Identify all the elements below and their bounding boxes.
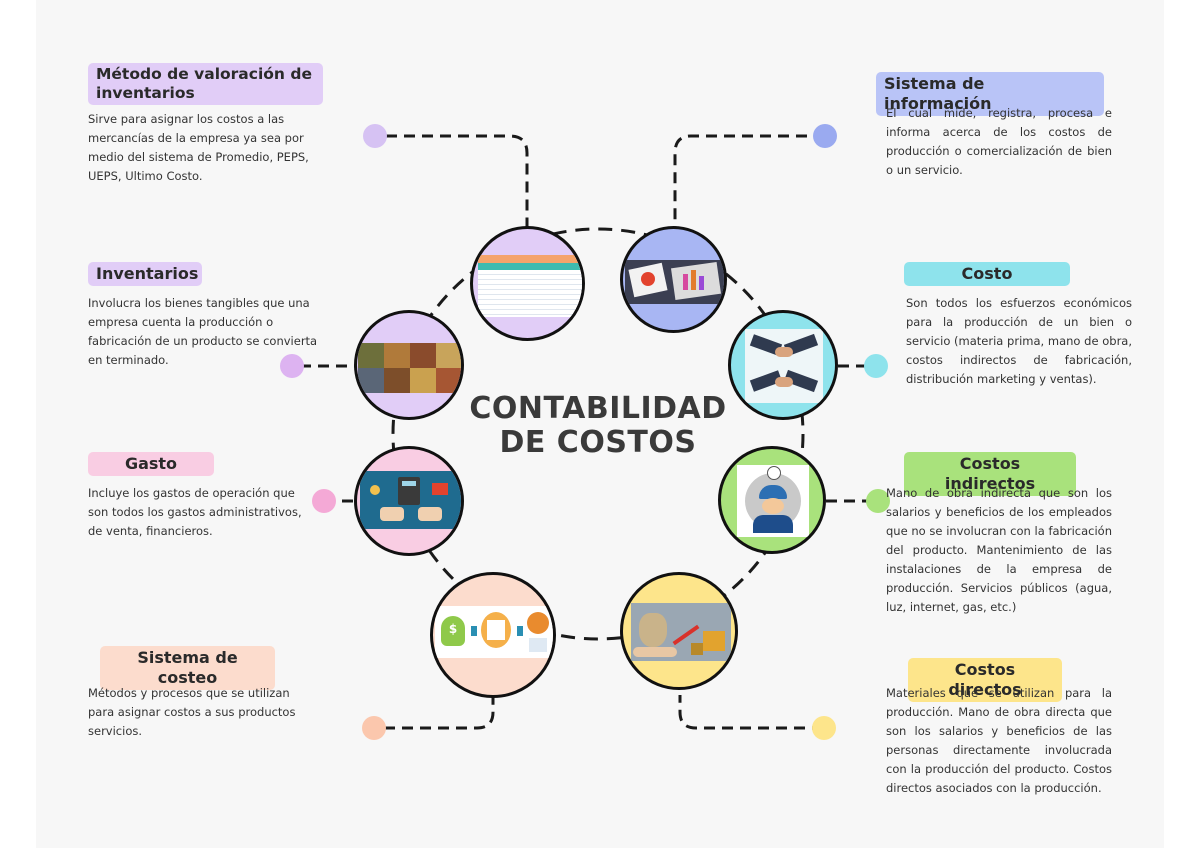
worker-image (737, 465, 809, 537)
connector-metodo (386, 134, 529, 232)
dot-directos (812, 716, 836, 740)
circle-sistema-costeo: $ (430, 572, 556, 698)
circle-costos-directos (620, 572, 738, 690)
expenses-image (360, 471, 461, 529)
inventory-table-image (478, 255, 582, 317)
tag-metodo-label: Método de valoración de inventarios (96, 65, 312, 102)
tag-metodo-valoracion: Método de valoración de inventarios (88, 63, 323, 105)
tag-gasto-label: Gasto (124, 454, 178, 473)
dot-informacion (813, 124, 837, 148)
desc-inventarios: Involucra los bienes tangibles que una e… (88, 296, 318, 367)
money-production-image (631, 603, 731, 661)
charts-image (625, 260, 724, 304)
desc-sistema-informacion: El cual mide, registra, procesa e inform… (886, 106, 1112, 177)
dot-costeo (362, 716, 386, 740)
tag-inventarios: Inventarios (88, 262, 202, 286)
tag-sistema-costeo: Sistema de costeo (100, 646, 275, 690)
connector-costeo (384, 695, 495, 730)
tag-gasto: Gasto (88, 452, 214, 476)
dot-metodo (363, 124, 387, 148)
tag-inventarios-label: Inventarios (96, 264, 199, 283)
center-title: CONTABILIDAD DE COSTOS (448, 392, 748, 460)
desc-sistema-costeo: Métodos y procesos que se utilizan para … (88, 686, 296, 738)
tag-costos-directos: Costos directos (908, 658, 1062, 702)
desc-costos-directos: Materiales que se utilizan para la produ… (886, 686, 1112, 795)
desc-costos-indirectos: Mano de obra indirecta que son los salar… (886, 486, 1112, 614)
handshake-image (745, 329, 823, 403)
desc-gasto: Incluye los gastos de operación que son … (88, 486, 302, 538)
tag-costo-label: Costo (961, 264, 1013, 283)
connector-informacion (673, 134, 825, 232)
canvas (36, 0, 1164, 848)
circle-inventarios (354, 310, 464, 420)
circle-metodo-valoracion (470, 226, 585, 341)
tag-costo: Costo (904, 262, 1070, 286)
dot-indirectos (866, 489, 890, 513)
costing-flow-image: $ (435, 606, 553, 658)
tag-directos-label: Costos directos (948, 660, 1022, 699)
dot-costo (864, 354, 888, 378)
circle-costo (728, 310, 838, 420)
tag-costos-indirectos: Costos indirectos (904, 452, 1076, 496)
tag-costeo-label: Sistema de costeo (137, 648, 238, 687)
desc-costo: Son todos los esfuerzos económicos para … (906, 296, 1132, 386)
circle-sistema-informacion (620, 226, 727, 333)
tag-informacion-label: Sistema de información (884, 74, 992, 113)
dot-inventarios (280, 354, 304, 378)
circle-gasto (354, 446, 464, 556)
center-title-line-1: CONTABILIDAD (469, 391, 727, 426)
desc-metodo-valoracion: Sirve para asignar los costos a las merc… (88, 112, 309, 183)
goods-collage-image (358, 343, 461, 393)
dot-gasto (312, 489, 336, 513)
center-title-line-2: DE COSTOS (499, 425, 697, 460)
central-ring (391, 227, 805, 641)
tag-indirectos-label: Costos indirectos (944, 454, 1036, 493)
tag-sistema-informacion: Sistema de información (876, 72, 1104, 116)
connector-directos (678, 695, 823, 730)
circle-costos-indirectos (718, 446, 826, 554)
